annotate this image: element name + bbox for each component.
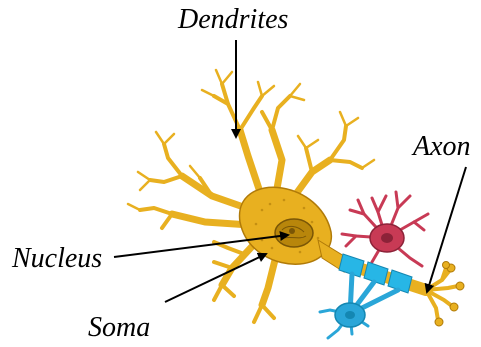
nucleus-label: Nucleus xyxy=(12,245,102,273)
nucleus-shape xyxy=(275,219,313,247)
red-glial-cell xyxy=(342,192,428,266)
dendrites-label: Dendrites xyxy=(178,6,288,34)
axon-label: Axon xyxy=(413,133,471,161)
blue-glial-cell xyxy=(320,274,398,338)
soma-label: Soma xyxy=(88,314,150,342)
axon-terminal xyxy=(426,268,458,320)
